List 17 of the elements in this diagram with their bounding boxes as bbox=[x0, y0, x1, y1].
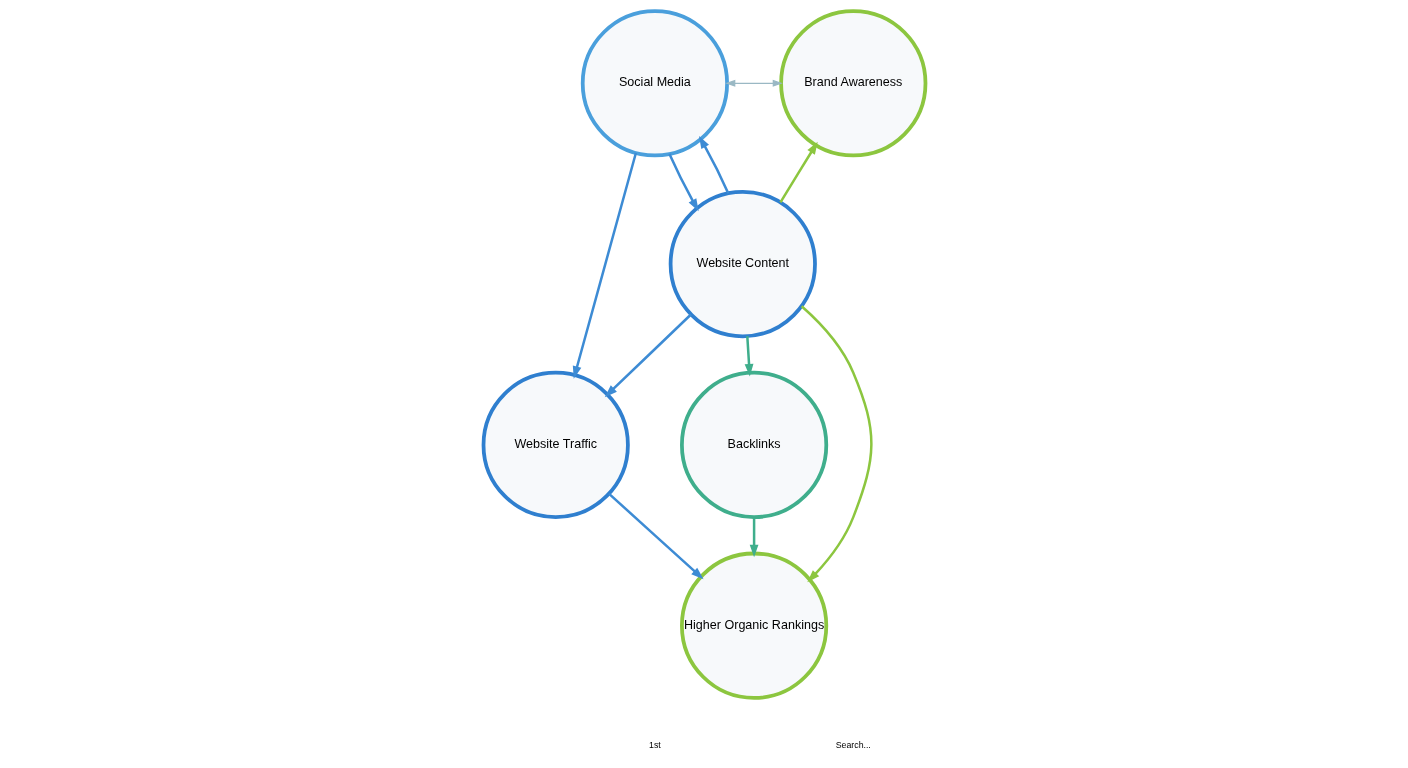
arrow bbox=[572, 152, 637, 379]
arrow bbox=[604, 313, 692, 398]
arrow bbox=[698, 135, 729, 194]
arrow bbox=[724, 79, 783, 87]
arrow bbox=[667, 153, 699, 212]
label: Search... bbox=[835, 739, 871, 750]
node-circle: Backlinks bbox=[679, 370, 828, 519]
arrow bbox=[749, 517, 758, 558]
arrow bbox=[607, 492, 704, 580]
node-circle: Website Content bbox=[668, 190, 817, 339]
arrow bbox=[778, 141, 818, 203]
node-circle: Higher Organic Rankings bbox=[679, 551, 828, 700]
node-circle: Social Media bbox=[580, 9, 729, 158]
label: 1st bbox=[648, 739, 661, 750]
arrow bbox=[800, 305, 873, 583]
arrow bbox=[744, 336, 753, 377]
node-circle: Website Traffic bbox=[481, 370, 630, 519]
